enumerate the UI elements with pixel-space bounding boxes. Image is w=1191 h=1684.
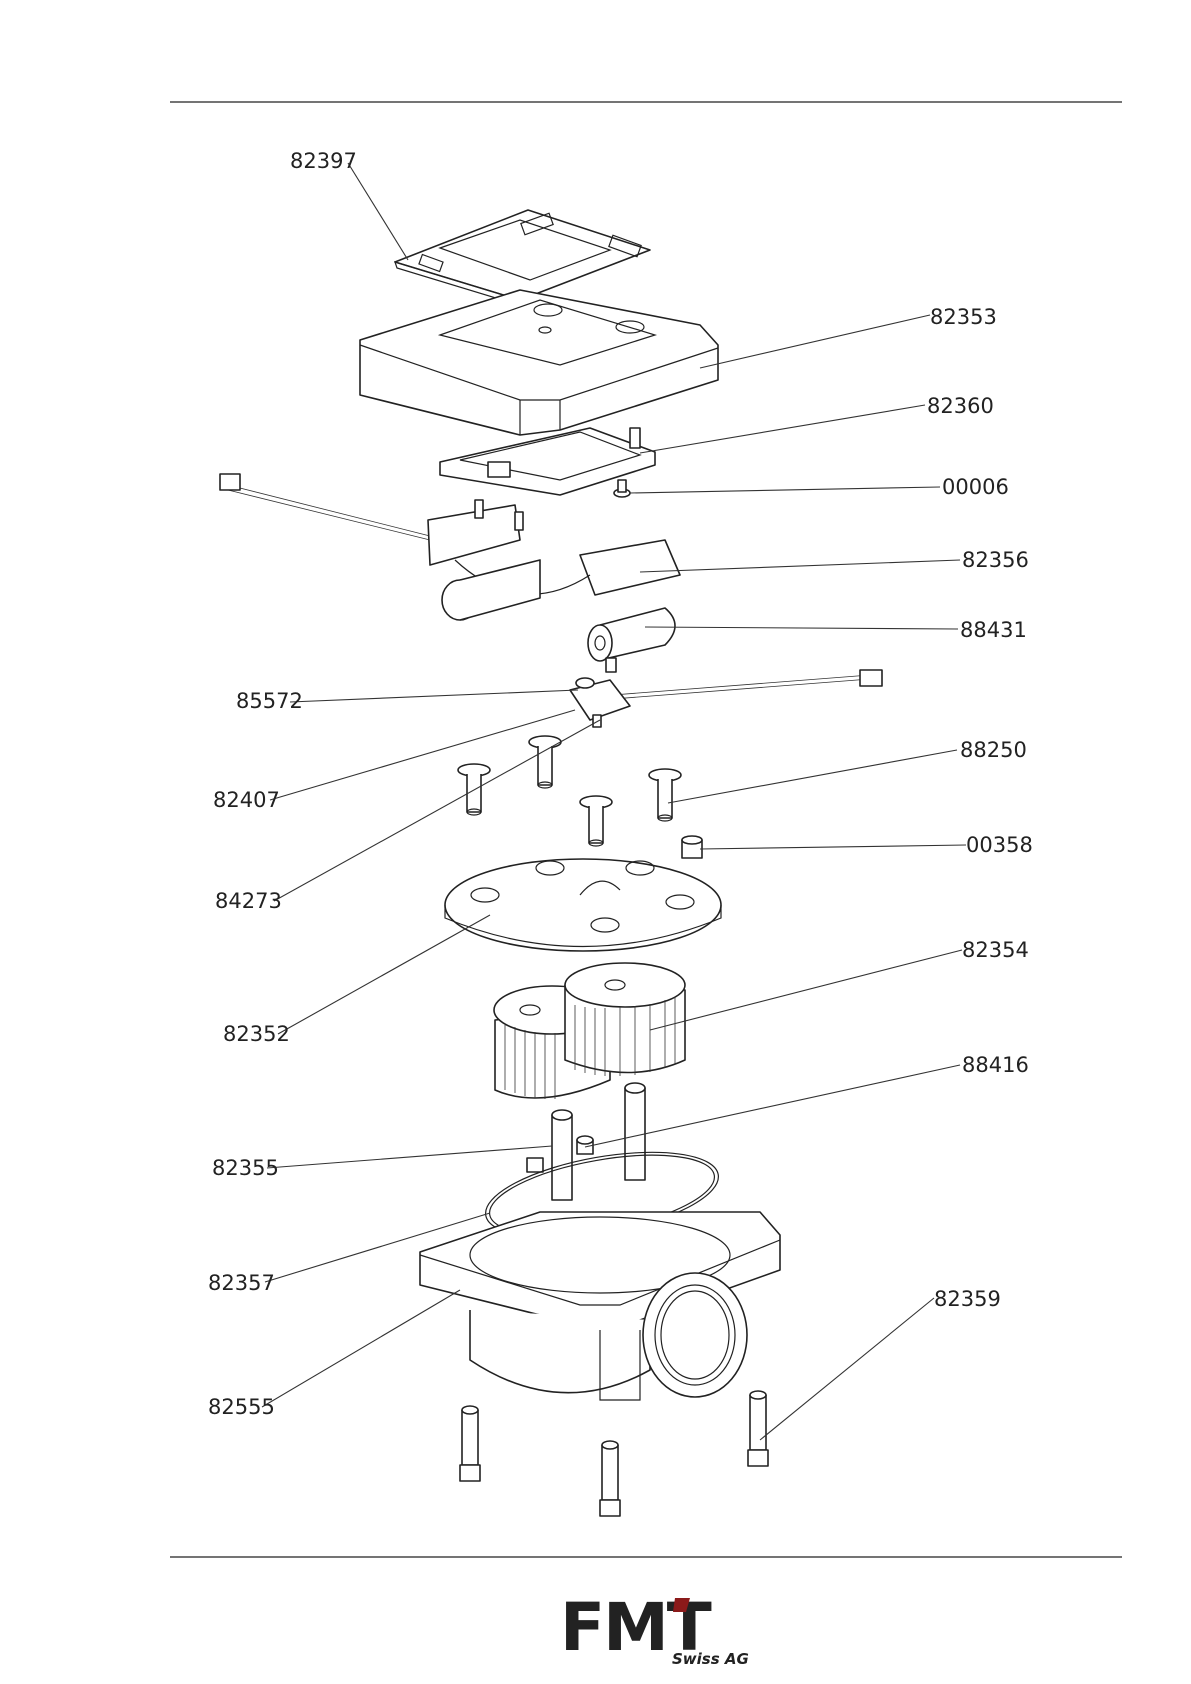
part-82359-bolts — [460, 1391, 768, 1516]
label-82407: 82407 — [213, 788, 280, 812]
label-82397: 82397 — [290, 149, 357, 173]
label-82354: 82354 — [962, 938, 1029, 962]
part-82354-gears — [494, 963, 685, 1099]
label-82356: 82356 — [962, 548, 1029, 572]
logo-subtitle: Swiss AG — [672, 1650, 749, 1668]
label-82555: 82555 — [208, 1395, 275, 1419]
part-82555-body — [420, 1212, 780, 1400]
part-88250-screw — [649, 769, 681, 821]
label-85572: 85572 — [236, 689, 303, 713]
label-82353: 82353 — [930, 305, 997, 329]
label-82357: 82357 — [208, 1271, 275, 1295]
label-88431: 88431 — [960, 618, 1027, 642]
label-00006: 00006 — [942, 475, 1009, 499]
label-00358: 00358 — [966, 833, 1033, 857]
label-82360: 82360 — [927, 394, 994, 418]
part-82353-cover — [360, 290, 718, 435]
label-84273: 84273 — [215, 889, 282, 913]
part-82352-plate — [445, 859, 721, 951]
part-00358-pin — [682, 836, 702, 858]
fmt-logo: FMT Swiss AG — [560, 1589, 749, 1668]
label-82359: 82359 — [934, 1287, 1001, 1311]
label-88416: 88416 — [962, 1053, 1029, 1077]
part-88416-pin — [577, 1136, 593, 1154]
label-82352: 82352 — [223, 1022, 290, 1046]
part-82356-sensor-bracket — [220, 474, 680, 620]
label-82355: 82355 — [212, 1156, 279, 1180]
part-88431-magnet — [588, 608, 675, 672]
part-85572-reed-sensor — [570, 670, 882, 727]
part-84273-screws — [458, 736, 612, 846]
part-00006-screw — [614, 480, 630, 497]
label-88250: 88250 — [960, 738, 1027, 762]
